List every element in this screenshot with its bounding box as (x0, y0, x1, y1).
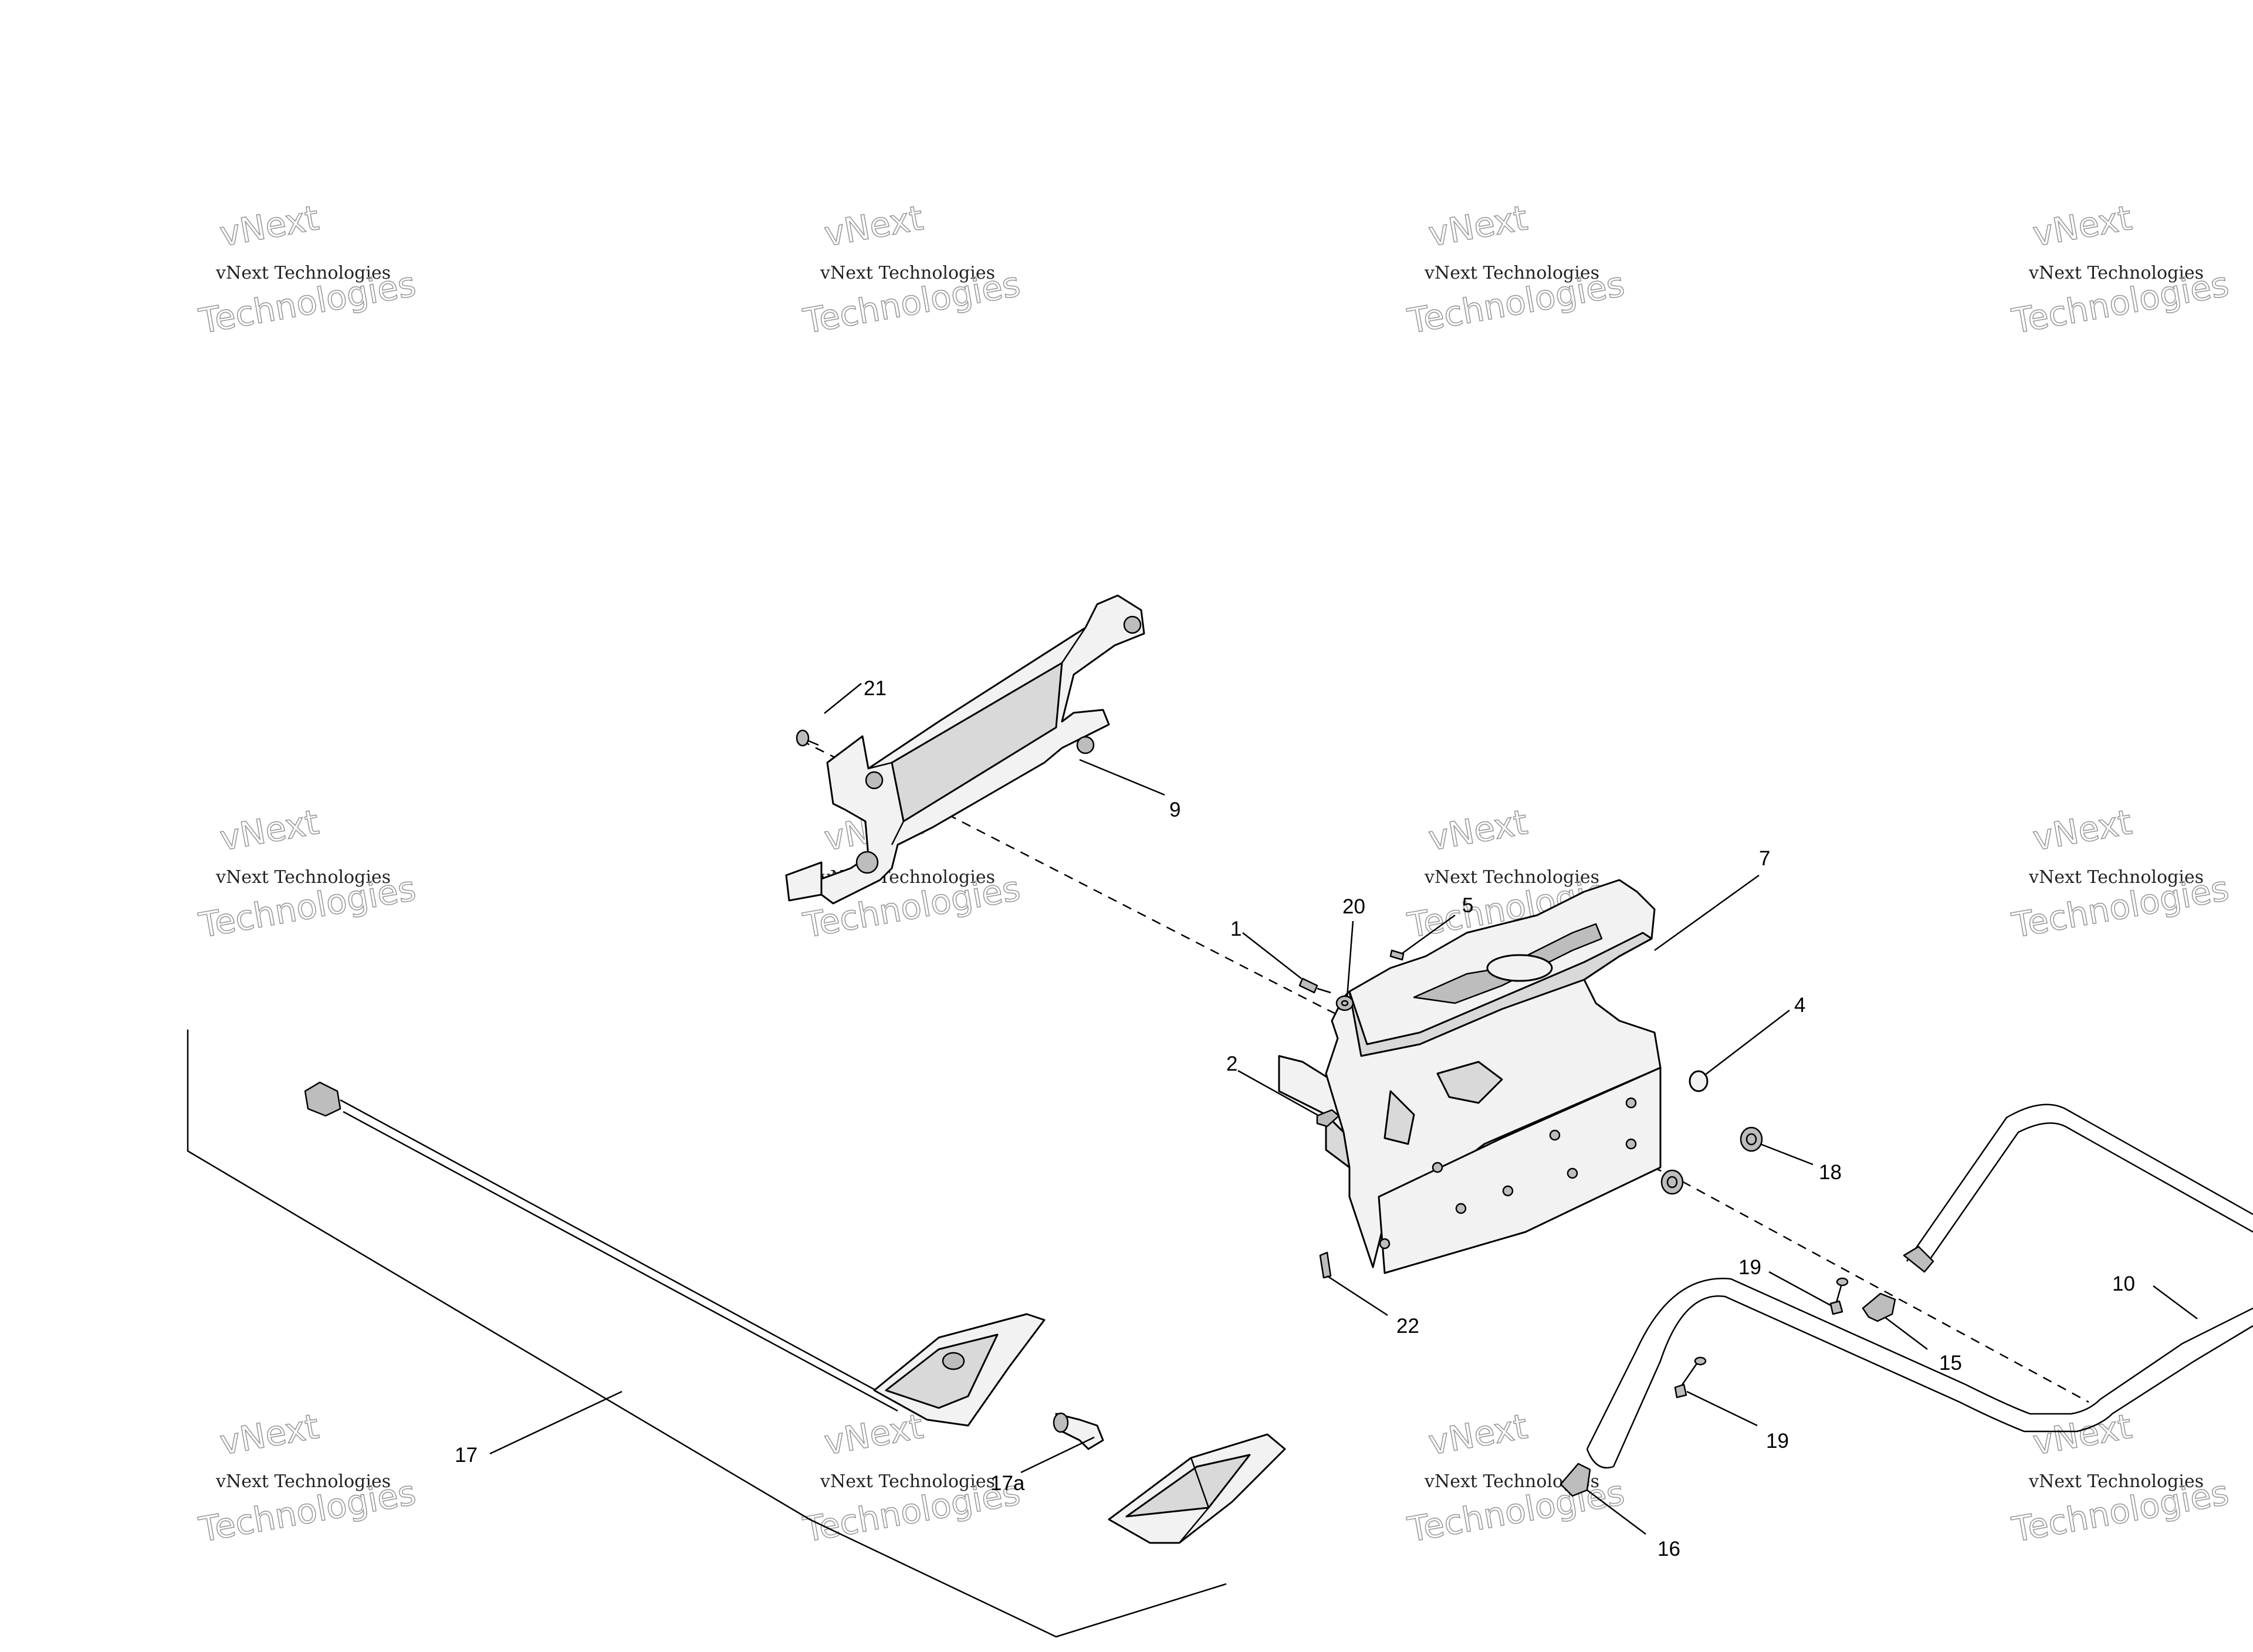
watermark: vNext vNext Technologies Technologies (1404, 1406, 1628, 1550)
leader-4 (1704, 1010, 1790, 1076)
watermark-word: vNext (1426, 198, 1531, 254)
watermark-caption: vNext Technologies (2028, 1471, 2204, 1492)
part-19-screw (1829, 1277, 1849, 1315)
watermark-word: vNext (821, 198, 926, 254)
watermark: vNext vNext Technologies Technologies (800, 1406, 1023, 1550)
part-21-screw (796, 729, 819, 747)
leader-lines (489, 683, 2198, 1535)
watermark: vNext vNext Technologies Technologies (195, 801, 419, 946)
part-19-screw (1674, 1356, 1707, 1399)
part-9-bracket (785, 594, 1145, 905)
watermark-caption: vNext Technologies (215, 867, 391, 888)
watermark-word: vNext (821, 1406, 926, 1463)
part-1-screw (1298, 977, 1331, 994)
watermark-caption: vNext Technologies (1424, 867, 1599, 888)
part-10-handlebar (1586, 1103, 2253, 1469)
callout-17: 17 (455, 1444, 478, 1467)
part-2-clip (1316, 1109, 1340, 1128)
leader-2 (1237, 1069, 1320, 1117)
callout-20: 20 (1342, 895, 1365, 918)
callouts: 21 9 1 20 5 7 2 4 18 22 19 15 10 19 16 1… (455, 677, 2135, 1560)
watermark-word: vNext (2030, 198, 2135, 254)
leader-1 (1242, 932, 1302, 979)
callout-19: 19 (1766, 1430, 1789, 1453)
leader-5 (1402, 914, 1456, 954)
watermark-caption: vNext Technologies (820, 1471, 995, 1492)
callout-21: 21 (864, 677, 887, 700)
callout-19: 19 (1738, 1256, 1761, 1279)
watermark-word: vNext (217, 802, 322, 858)
leader-10 (2153, 1285, 2198, 1320)
watermark-word: vNext (217, 1406, 322, 1463)
watermark: vNext vNext Technologies Technologies (2008, 197, 2232, 341)
leader-18 (1760, 1143, 1814, 1166)
callout-16: 16 (1657, 1538, 1680, 1560)
leader-20 (1346, 920, 1354, 998)
watermark-caption: vNext Technologies (1424, 263, 1599, 283)
watermark-word: vNext (1426, 1406, 1531, 1463)
lens (1108, 1433, 1286, 1544)
watermark: vNext vNext Technologies Technologies (800, 197, 1023, 341)
callout-5: 5 (1462, 894, 1473, 917)
leader-17 (489, 1390, 623, 1455)
watermark-word: vNext (1426, 802, 1531, 858)
watermark: vNext vNext Technologies Technologies (2008, 801, 2232, 946)
part-18-grommet (1740, 1126, 1763, 1152)
watermark-word: vNext (2030, 802, 2135, 858)
watermark: vNext vNext Technologies Technologies (195, 1406, 419, 1550)
leader-15 (1884, 1316, 1928, 1350)
part-17a-bulb (1053, 1412, 1104, 1450)
callout-17a: 17a (990, 1472, 1025, 1495)
watermarks: vNext vNext Technologies Technologies vN… (195, 197, 2232, 1550)
leader-7 (1654, 874, 1760, 952)
callout-22: 22 (1396, 1315, 1419, 1338)
part-20-washer (1335, 995, 1354, 1011)
watermark-caption: vNext Technologies (2028, 263, 2204, 283)
leader-19b (1686, 1390, 1758, 1427)
watermark-word: vNext (2030, 1406, 2135, 1463)
callout-15: 15 (1939, 1352, 1962, 1375)
callout-4: 4 (1794, 994, 1805, 1017)
part-18-grommet (1660, 1169, 1684, 1195)
callout-9: 9 (1169, 798, 1180, 821)
leader-22 (1327, 1275, 1388, 1316)
watermark-word: vNext (217, 198, 322, 254)
part-17-light-kit (187, 1030, 1227, 1638)
part-5-pin (1389, 949, 1405, 961)
part-7-housing (1278, 879, 1662, 1274)
leader-21 (824, 683, 862, 714)
callout-18: 18 (1819, 1161, 1842, 1184)
watermark: vNext vNext Technologies Technologies (195, 197, 419, 341)
watermark-caption: vNext Technologies (215, 263, 391, 283)
part-22-pin (1319, 1251, 1332, 1279)
watermark-caption: vNext Technologies (820, 263, 995, 283)
callout-1: 1 (1230, 918, 1241, 940)
leader-16 (1586, 1489, 1646, 1535)
watermark-caption: vNext Technologies (2028, 867, 2204, 888)
watermark: vNext vNext Technologies Technologies (1404, 197, 1628, 341)
part-15-clamp (1862, 1292, 1896, 1322)
part-16-clip (1559, 1463, 1591, 1497)
callout-2: 2 (1226, 1052, 1237, 1075)
leader-19a (1768, 1271, 1831, 1306)
leader-9 (1079, 759, 1165, 796)
part-4-bushing (1689, 1070, 1709, 1092)
callout-10: 10 (2112, 1272, 2135, 1295)
leader-17a (1020, 1436, 1095, 1474)
callout-7: 7 (1759, 847, 1770, 870)
watermark: vNext vNext Technologies Technologies (2008, 1406, 2232, 1550)
watermark-caption: vNext Technologies (215, 1471, 391, 1492)
